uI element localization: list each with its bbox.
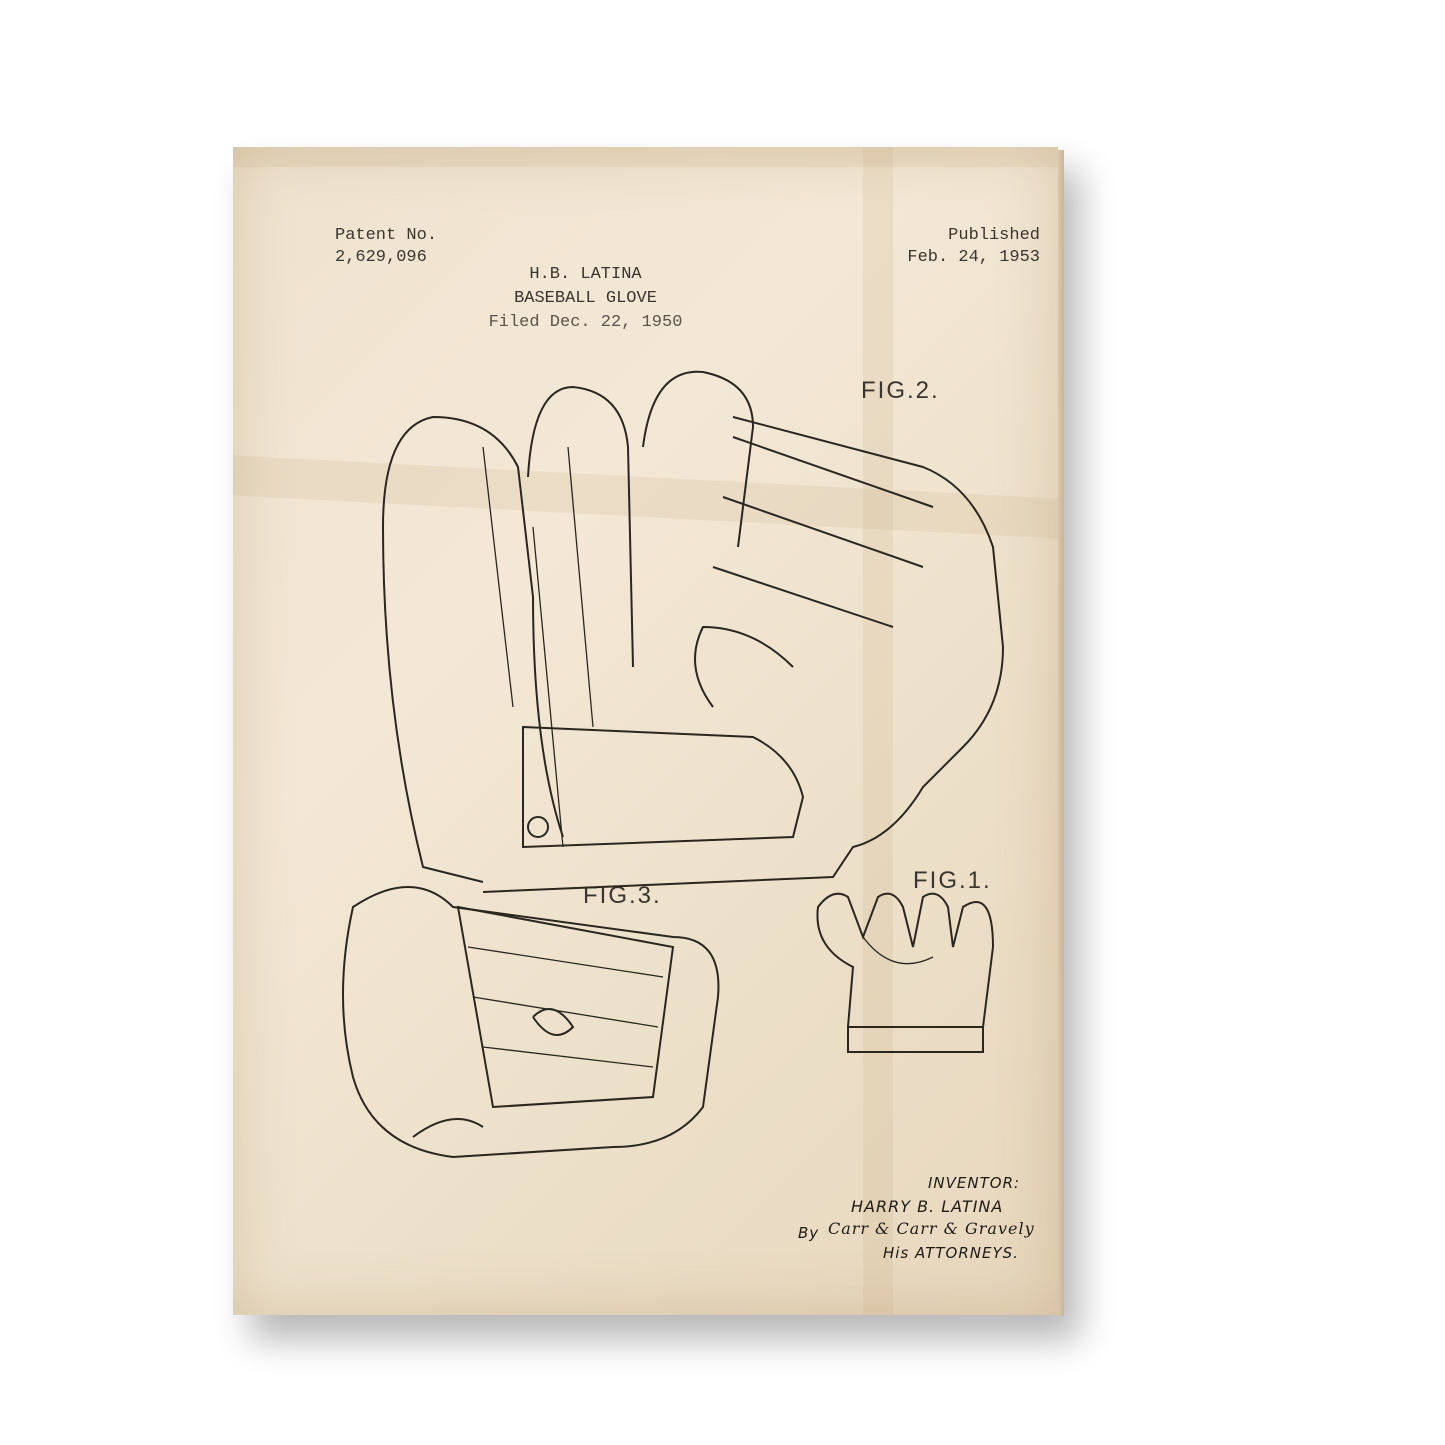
fig1-label: FIG.1. — [913, 867, 992, 894]
inventor-short: H.B. LATINA — [529, 265, 642, 284]
attorneys-signature: Carr & Carr & Gravely — [828, 1219, 1035, 1238]
attorneys-label: His ATTORNEYS. — [883, 1244, 1019, 1262]
patent-label: Patent No. — [335, 226, 438, 245]
patent-title: BASEBALL GLOVE — [514, 289, 657, 308]
fig3-glove-drawing — [342, 886, 720, 1159]
published-label: Published — [948, 226, 1040, 245]
filed-date: Filed Dec. 22, 1950 — [488, 313, 683, 332]
fig2-glove-drawing — [381, 370, 1005, 893]
fig1-glove-drawing — [816, 892, 995, 1053]
patent-drawings — [342, 370, 1005, 1159]
glare — [863, 147, 893, 1315]
acrylic-edge — [1058, 150, 1064, 1316]
patent-print: Patent No. 2,629,096 Published Feb. 24, … — [233, 147, 1058, 1315]
by-label: By — [798, 1224, 820, 1242]
published-date: Feb. 24, 1953 — [907, 248, 1040, 267]
patent-number: 2,629,096 — [335, 248, 427, 267]
inventor-name: HARRY B. LATINA — [851, 1197, 1004, 1216]
glare — [233, 147, 1058, 167]
inventor-label: INVENTOR: — [928, 1174, 1021, 1192]
fig2-label: FIG.2. — [861, 377, 940, 404]
